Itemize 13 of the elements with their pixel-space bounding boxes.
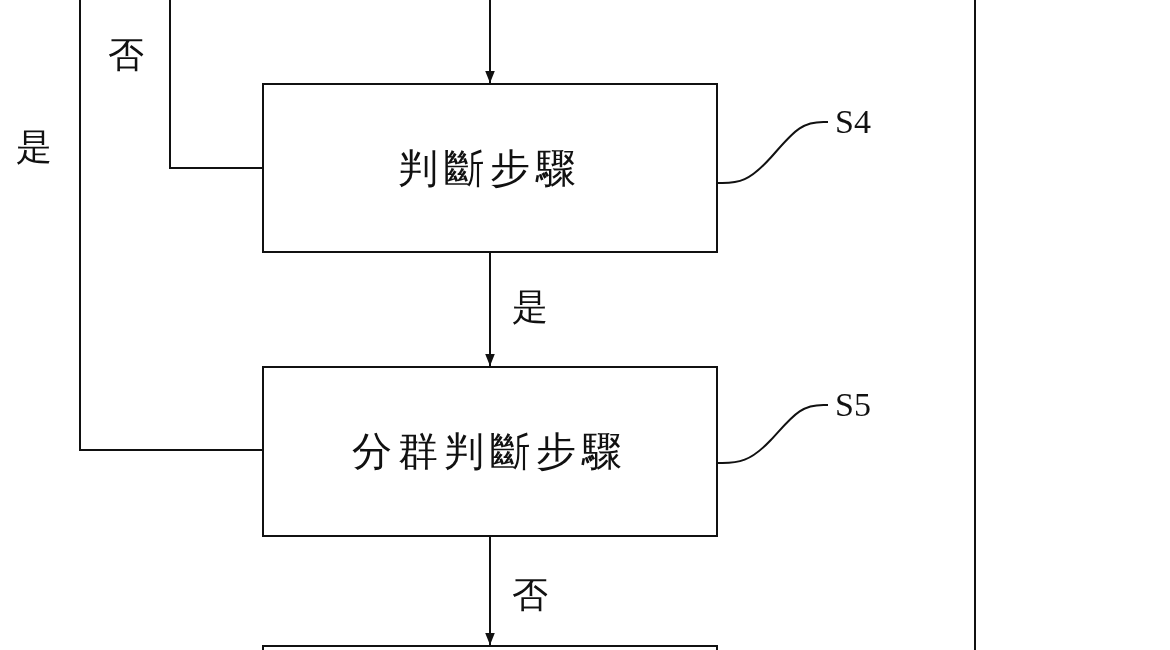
arrow	[485, 252, 495, 367]
leader-line	[717, 404, 829, 464]
process-box	[262, 366, 718, 537]
reference-label: S4	[828, 100, 878, 144]
arrow	[485, 0, 495, 84]
arrow	[485, 536, 495, 646]
process-box	[262, 83, 718, 253]
reference-label: S5	[828, 383, 878, 427]
step-label: 判斷步驟	[398, 144, 582, 193]
step-label: 分群判斷步驟	[352, 428, 628, 476]
connector-line	[79, 0, 263, 451]
leader-line	[717, 121, 829, 184]
connector-line	[169, 0, 263, 169]
